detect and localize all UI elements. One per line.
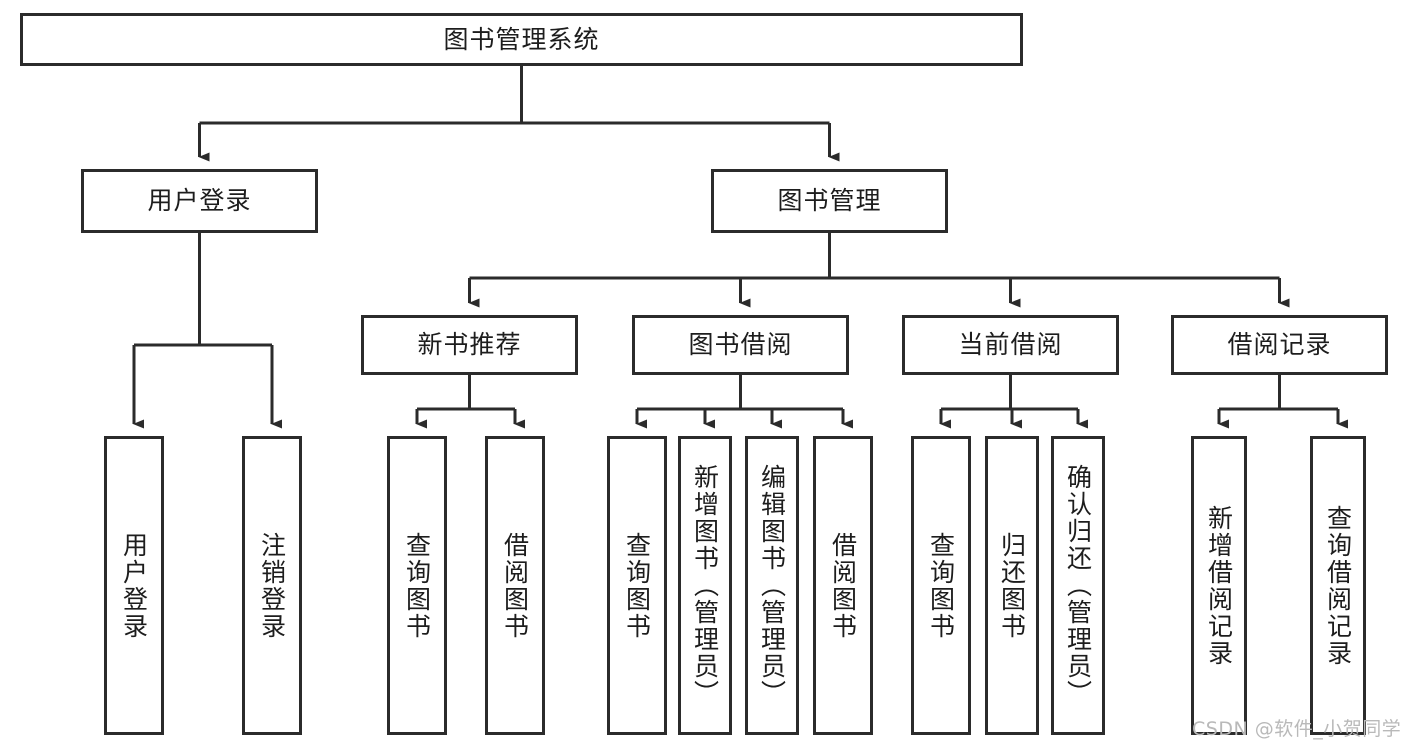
node-label: 借阅记录	[1227, 330, 1332, 360]
node-leaf-user-login[interactable]: 用户登录	[104, 436, 164, 735]
node-leaf-logout[interactable]: 注销登录	[242, 436, 302, 735]
node-new-book-rec[interactable]: 新书推荐	[361, 315, 578, 375]
node-leaf-return-book[interactable]: 归还图书	[985, 436, 1039, 735]
node-current-borrow[interactable]: 当前借阅	[902, 315, 1119, 375]
node-label: 新增借阅记录	[1204, 504, 1234, 667]
node-label: 用户登录	[119, 531, 149, 640]
node-leaf-borrow-book-2[interactable]: 借阅图书	[813, 436, 873, 735]
node-leaf-confirm-return[interactable]: 确认归还（管理员）	[1051, 436, 1105, 735]
node-label: 借阅图书	[500, 531, 530, 640]
node-user-login[interactable]: 用户登录	[81, 169, 318, 233]
node-label: 借阅图书	[828, 531, 858, 640]
node-label: 新书推荐	[417, 330, 522, 360]
node-leaf-borrow-book-1[interactable]: 借阅图书	[485, 436, 545, 735]
node-label: 编辑图书（管理员）	[757, 464, 787, 707]
node-leaf-add-record[interactable]: 新增借阅记录	[1191, 436, 1247, 735]
node-label: 归还图书	[997, 531, 1027, 640]
node-borrow-record[interactable]: 借阅记录	[1171, 315, 1388, 375]
node-label: 新增图书（管理员）	[690, 464, 720, 707]
node-leaf-query-book-1[interactable]: 查询图书	[387, 436, 447, 735]
csdn-watermark: CSDN @软件_小贺同学	[1192, 718, 1402, 740]
node-label: 图书借阅	[688, 330, 793, 360]
node-label: 注销登录	[257, 531, 287, 640]
node-label: 当前借阅	[958, 330, 1063, 360]
node-book-borrow[interactable]: 图书借阅	[632, 315, 849, 375]
node-leaf-query-book-3[interactable]: 查询图书	[911, 436, 971, 735]
node-label: 确认归还（管理员）	[1063, 464, 1093, 707]
node-label: 查询图书	[926, 531, 956, 640]
node-label: 图书管理系统	[443, 24, 600, 54]
node-label: 查询图书	[622, 531, 652, 640]
node-leaf-add-book[interactable]: 新增图书（管理员）	[678, 436, 732, 735]
node-label: 查询借阅记录	[1323, 504, 1353, 667]
node-root[interactable]: 图书管理系统	[20, 13, 1023, 66]
node-book-manage[interactable]: 图书管理	[711, 169, 948, 233]
node-leaf-query-record[interactable]: 查询借阅记录	[1310, 436, 1366, 735]
node-leaf-query-book-2[interactable]: 查询图书	[607, 436, 667, 735]
node-leaf-edit-book[interactable]: 编辑图书（管理员）	[745, 436, 799, 735]
node-label: 图书管理	[777, 186, 882, 216]
node-label: 用户登录	[147, 186, 252, 216]
node-label: 查询图书	[402, 531, 432, 640]
